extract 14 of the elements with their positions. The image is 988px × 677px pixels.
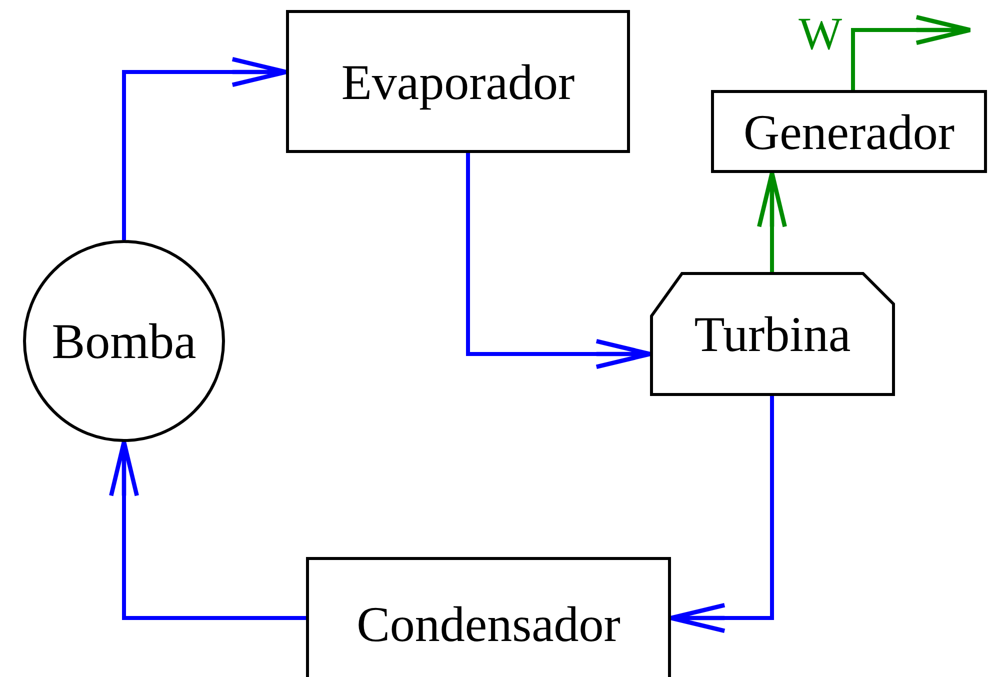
node-label: Bomba bbox=[52, 316, 196, 366]
arrow bbox=[122, 57, 288, 240]
edge-label: W bbox=[798, 11, 842, 57]
arrow bbox=[757, 170, 787, 272]
arrow bbox=[668, 396, 774, 633]
node-label: Generador bbox=[744, 106, 954, 156]
node-label: Condensador bbox=[356, 598, 620, 648]
arrow bbox=[851, 15, 972, 90]
arrow bbox=[109, 440, 306, 620]
arrow bbox=[466, 153, 652, 369]
process-box bbox=[306, 557, 671, 677]
node-label: Turbina bbox=[694, 309, 851, 359]
process-box bbox=[711, 90, 987, 173]
process-box bbox=[286, 10, 630, 153]
